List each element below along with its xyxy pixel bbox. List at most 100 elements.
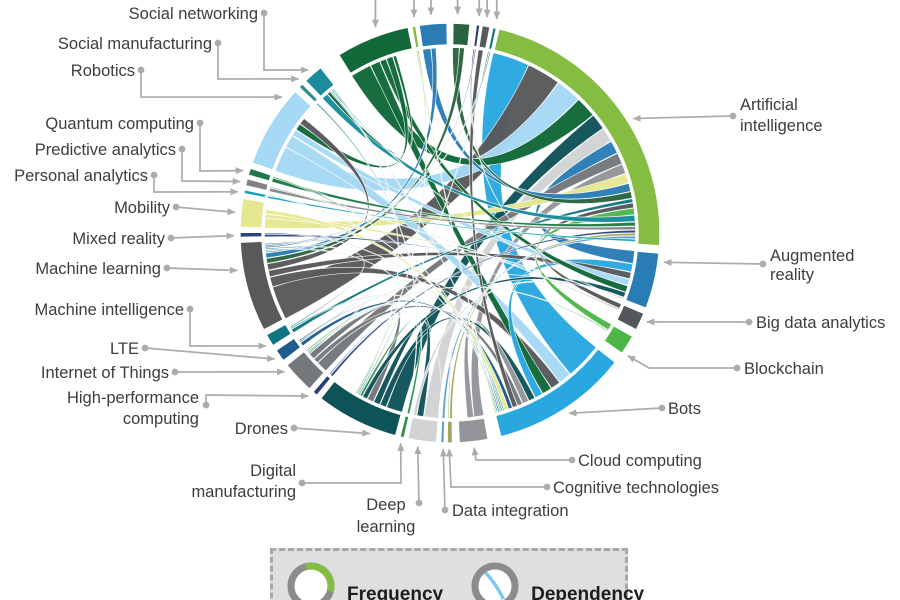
label-text-high-performance-computing: High-performance: [67, 389, 199, 407]
label-connector: [189, 309, 267, 350]
chord-high-performance-computing-deep-learning: [328, 312, 422, 416]
label-text-high-performance-computing: computing: [123, 410, 199, 428]
segment-robotics: [251, 90, 313, 172]
segment-cloud-computing: [457, 417, 490, 444]
label-text-bots: Bots: [668, 400, 701, 418]
chord-unlabeled-1-robotics: [295, 56, 409, 169]
label-text-artificial-intelligence: Artificial: [740, 96, 798, 114]
label-machine-learning: Machine learning: [35, 260, 238, 278]
legend-item-dependency: Dependency: [469, 556, 644, 600]
segment-unlabeled-4: [451, 22, 471, 47]
label-dot: [415, 499, 423, 507]
label-dot: [568, 456, 576, 464]
chord-machine-intelligence-bots: [290, 294, 505, 412]
label-dot: [171, 368, 179, 376]
label-dot: [167, 234, 175, 242]
label-dot: [290, 424, 298, 432]
label-connector: [414, 446, 422, 504]
chord-drones-bots: [379, 316, 536, 408]
legend-item-frequency: Frequency: [285, 556, 443, 600]
label-text-machine-learning: Machine learning: [35, 260, 161, 278]
label-dot: [196, 119, 204, 127]
chord-unlabeled-2-bots: [415, 49, 497, 414]
label-connector: [263, 13, 309, 74]
label-internet-of-things: Internet of Things: [41, 364, 285, 382]
segment-machine-learning: [239, 240, 285, 331]
label-connector: [170, 232, 235, 240]
chord-unlabeled-7-drones: [358, 50, 490, 396]
chord-internet-of-things-drones: [308, 303, 401, 403]
label-big-data-analytics: Big data analytics: [646, 314, 885, 332]
label-connector: [181, 149, 241, 185]
label-connector: [471, 447, 572, 461]
chord-data-integration-machine-learning: [264, 248, 443, 419]
segment-artificial-intelligence: [493, 27, 661, 247]
label-dot: [163, 264, 171, 272]
label-robotics: Robotics: [71, 62, 283, 101]
label-text-quantum-computing: Quantum computing: [45, 115, 194, 133]
label-text-internet-of-things: Internet of Things: [41, 364, 169, 382]
label-connector: [568, 407, 663, 417]
frequency-ring-icon: [287, 562, 335, 600]
label-text-cognitive-technologies: Cognitive technologies: [553, 479, 719, 497]
segment-data-integration: [439, 420, 446, 444]
label-dot: [202, 401, 210, 409]
label-dot: [178, 145, 186, 153]
segment-social-networking: [304, 66, 336, 98]
segment-quantum-computing: [247, 167, 273, 183]
label-machine-intelligence: Machine intelligence: [34, 301, 267, 350]
label-dot: [543, 483, 551, 491]
chord-lte-augmented-reality: [298, 273, 624, 342]
chord-drones-augmented-reality: [362, 276, 627, 400]
label-connector: [166, 266, 238, 274]
legend-frequency-label: Frequency: [347, 584, 444, 600]
chord-digital-manufacturing-internet-of-things: [305, 303, 417, 414]
chord-cognitive-technologies-bots: [447, 324, 496, 419]
chord-social-networking-drones: [332, 87, 399, 395]
label-text-digital-manufacturing: manufacturing: [191, 483, 296, 501]
chord-unlabeled-7-machine-learning: [264, 51, 492, 247]
chord-high-performance-computing-artificial-intelligence: [330, 229, 636, 377]
label-social-networking: Social networking: [129, 5, 309, 74]
label-dot: [141, 344, 149, 352]
label-text-machine-intelligence: Machine intelligence: [34, 301, 184, 319]
label-connector: [446, 448, 547, 488]
dependency-ring-icon: [471, 562, 519, 600]
chord-social-manufacturing-digital-manufacturing: [316, 102, 418, 414]
segment-lte: [274, 337, 302, 362]
label-connector: [217, 43, 300, 83]
chord-robotics-augmented-reality: [291, 129, 631, 286]
label-connector: [439, 448, 447, 511]
label-bots: Bots: [568, 400, 701, 418]
label-text-augmented-reality: Augmented: [770, 247, 854, 265]
label-data-integration: Data integration: [439, 448, 569, 520]
segment-cognitive-technologies: [446, 420, 454, 444]
segment-augmented-reality: [624, 250, 660, 310]
chord-internet-of-things-bots: [313, 305, 523, 407]
chord-quantum-computing-machine-learning: [264, 175, 361, 254]
chord-personal-analytics-artificial-intelligence: [267, 195, 636, 242]
chord-blockchain-internet-of-things: [306, 286, 609, 353]
segment-machine-intelligence: [265, 323, 293, 347]
segment-personal-analytics: [242, 188, 267, 199]
label-connector: [175, 206, 236, 216]
segment-predictive-analytics: [244, 177, 270, 192]
chord-unlabeled-1-social-networking: [326, 55, 413, 156]
label-predictive-analytics: Predictive analytics: [35, 141, 241, 185]
label-cloud-computing: Cloud computing: [471, 447, 702, 470]
label-dot: [214, 39, 222, 47]
label-dot: [260, 9, 268, 17]
label-connector: [663, 258, 764, 266]
chord-lte-bots: [300, 300, 513, 410]
label-connector: [632, 114, 734, 122]
legend-dependency-label: Dependency: [531, 584, 645, 600]
label-connector: [140, 70, 283, 101]
label-text-social-manufacturing: Social manufacturing: [58, 35, 212, 53]
segment-big-data-analytics: [615, 303, 645, 331]
label-text-big-data-analytics: Big data analytics: [756, 314, 885, 332]
legend-box: Frequency Dependency: [270, 548, 644, 600]
chord-cognitive-technologies-artificial-intelligence: [449, 232, 636, 419]
